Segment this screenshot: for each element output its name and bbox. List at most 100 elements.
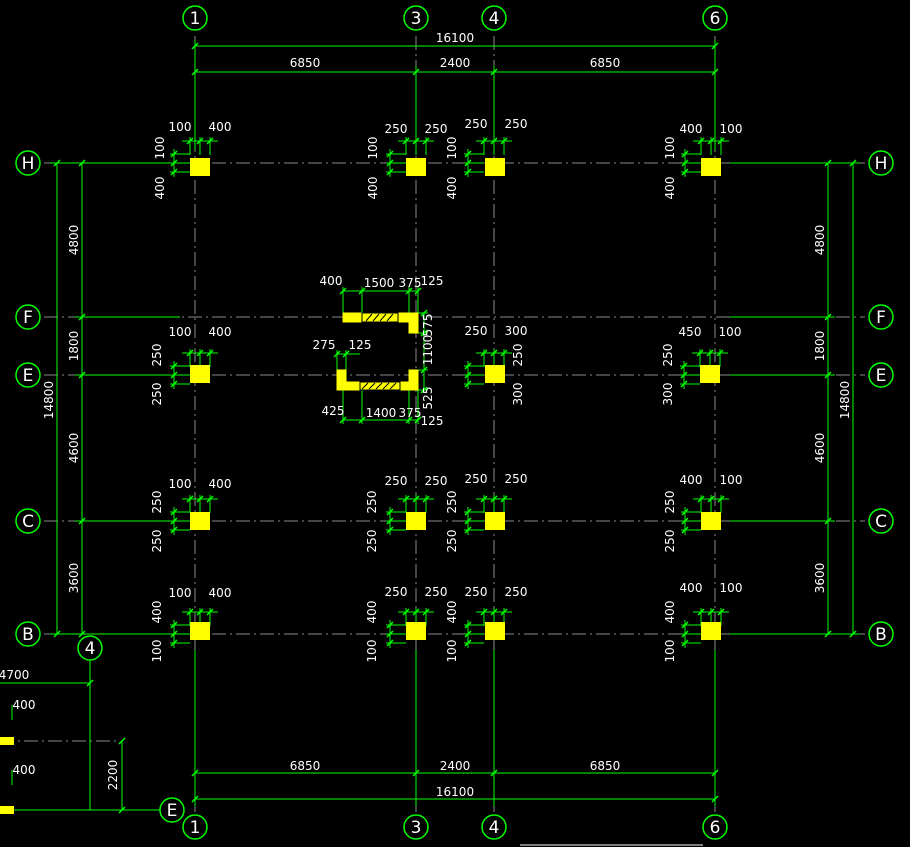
dimension-tick [824, 630, 832, 638]
column-B6 [701, 622, 721, 640]
axis-label-detail-E: E [167, 801, 178, 821]
dimension-tick [78, 371, 86, 379]
col-dim: 400 [680, 122, 703, 136]
col-dim: 250 [425, 585, 448, 599]
dimension-tick [78, 313, 86, 321]
axis-label-detail-4: 4 [85, 639, 96, 659]
bubble-left-H [15, 150, 41, 176]
axis-label-top-1: 1 [190, 9, 201, 29]
core-dim: 275 [313, 338, 336, 352]
dim-left-total: 14800 [42, 381, 56, 419]
dim-bottom-seg-2: 2400 [440, 759, 471, 773]
axis-label-bottom-4: 4 [489, 818, 500, 838]
col-dim: 400 [663, 601, 677, 624]
dimension-tick [711, 68, 719, 76]
col-dim: 100 [720, 122, 743, 136]
axis-label-right-F: F [876, 308, 886, 328]
core-dim: 575 [421, 314, 435, 337]
dimension-tick [711, 795, 719, 803]
col-dim: 400 [209, 477, 232, 491]
col-dim: 100 [169, 325, 192, 339]
col-dim: 300 [661, 383, 675, 406]
bubble-left-F [15, 304, 41, 330]
axis-label-left-B: B [22, 625, 34, 645]
dimension-tick [118, 806, 126, 814]
dimension-tick [711, 769, 719, 777]
column-B4 [485, 622, 505, 640]
dim-top-seg-1: 6850 [290, 56, 321, 70]
column-E1 [190, 365, 210, 383]
col-dim: 400 [209, 120, 232, 134]
bubble-left-E [15, 362, 41, 388]
col-dim: 250 [465, 472, 488, 486]
col-dim: 400 [680, 581, 703, 595]
col-dim: 300 [511, 383, 525, 406]
axis-label-left-F: F [23, 308, 33, 328]
columns [0, 158, 721, 814]
col-dim: 250 [511, 344, 525, 367]
dimension-tick [53, 159, 61, 167]
column-C3 [406, 512, 426, 530]
dimension-tick [412, 68, 420, 76]
dim-right-seg-3: 4600 [813, 433, 827, 464]
dimension-tick [78, 630, 86, 638]
bubble-left-C [15, 508, 41, 534]
dim-bottom-total: 16100 [436, 785, 474, 799]
col-dim: 250 [465, 117, 488, 131]
col-dim: 400 [445, 601, 459, 624]
core-dim: 525 [421, 387, 435, 410]
axis-label-right-C: C [875, 512, 887, 532]
bubble-top-3 [403, 5, 429, 31]
column-C1 [190, 512, 210, 530]
col-dim: 100 [720, 581, 743, 595]
axis-label-left-E: E [23, 366, 34, 386]
dim-bottom-seg-3: 6850 [590, 759, 621, 773]
bubble-top-6 [702, 5, 728, 31]
dimension-tick [824, 371, 832, 379]
col-dim: 100 [445, 640, 459, 663]
col-dim: 250 [385, 474, 408, 488]
dimension-tick [490, 68, 498, 76]
dimension-tick [824, 313, 832, 321]
bubble-right-C [868, 508, 894, 534]
dimension-tick [711, 42, 719, 50]
dim-left-seg-1: 4800 [67, 225, 81, 256]
dimension-tick [78, 517, 86, 525]
col-dim: 250 [505, 117, 528, 131]
dim-left-seg-4: 3600 [67, 563, 81, 594]
dimension-tick [86, 679, 94, 687]
bubble-top-1 [182, 5, 208, 31]
col-dim: 250 [365, 530, 379, 553]
col-dim: 400 [209, 586, 232, 600]
dim-top-seg-2: 2400 [440, 56, 471, 70]
col-dim: 250 [425, 474, 448, 488]
col-dim: 250 [385, 585, 408, 599]
column-H3 [406, 158, 426, 176]
col-dim: 100 [150, 640, 164, 663]
axis-label-top-3: 3 [411, 9, 422, 29]
col-dim: 100 [720, 473, 743, 487]
dimension-tick [191, 769, 199, 777]
dimension-tick [78, 159, 86, 167]
col-dim: 250 [425, 122, 448, 136]
col-dim: 100 [663, 137, 677, 160]
dim-right-seg-4: 3600 [813, 563, 827, 594]
col-dim: 450 [679, 325, 702, 339]
col-dim: 250 [505, 585, 528, 599]
dimension-tick [824, 159, 832, 167]
bubble-right-B [868, 621, 894, 647]
col-dim: 100 [153, 137, 167, 160]
core-dim: 125 [349, 338, 372, 352]
bubble-bottom-3 [403, 814, 429, 840]
col-dim: 100 [169, 586, 192, 600]
col-dim: 100 [445, 137, 459, 160]
bubble-detail-4 [77, 635, 103, 661]
axis-label-right-B: B [875, 625, 887, 645]
col-dim: 250 [505, 472, 528, 486]
col-dim: 400 [663, 177, 677, 200]
core-dim: 125 [421, 274, 444, 288]
axis-label-top-6: 6 [710, 9, 721, 29]
core-dim: 1100 [421, 335, 435, 366]
col-dim: 250 [150, 530, 164, 553]
